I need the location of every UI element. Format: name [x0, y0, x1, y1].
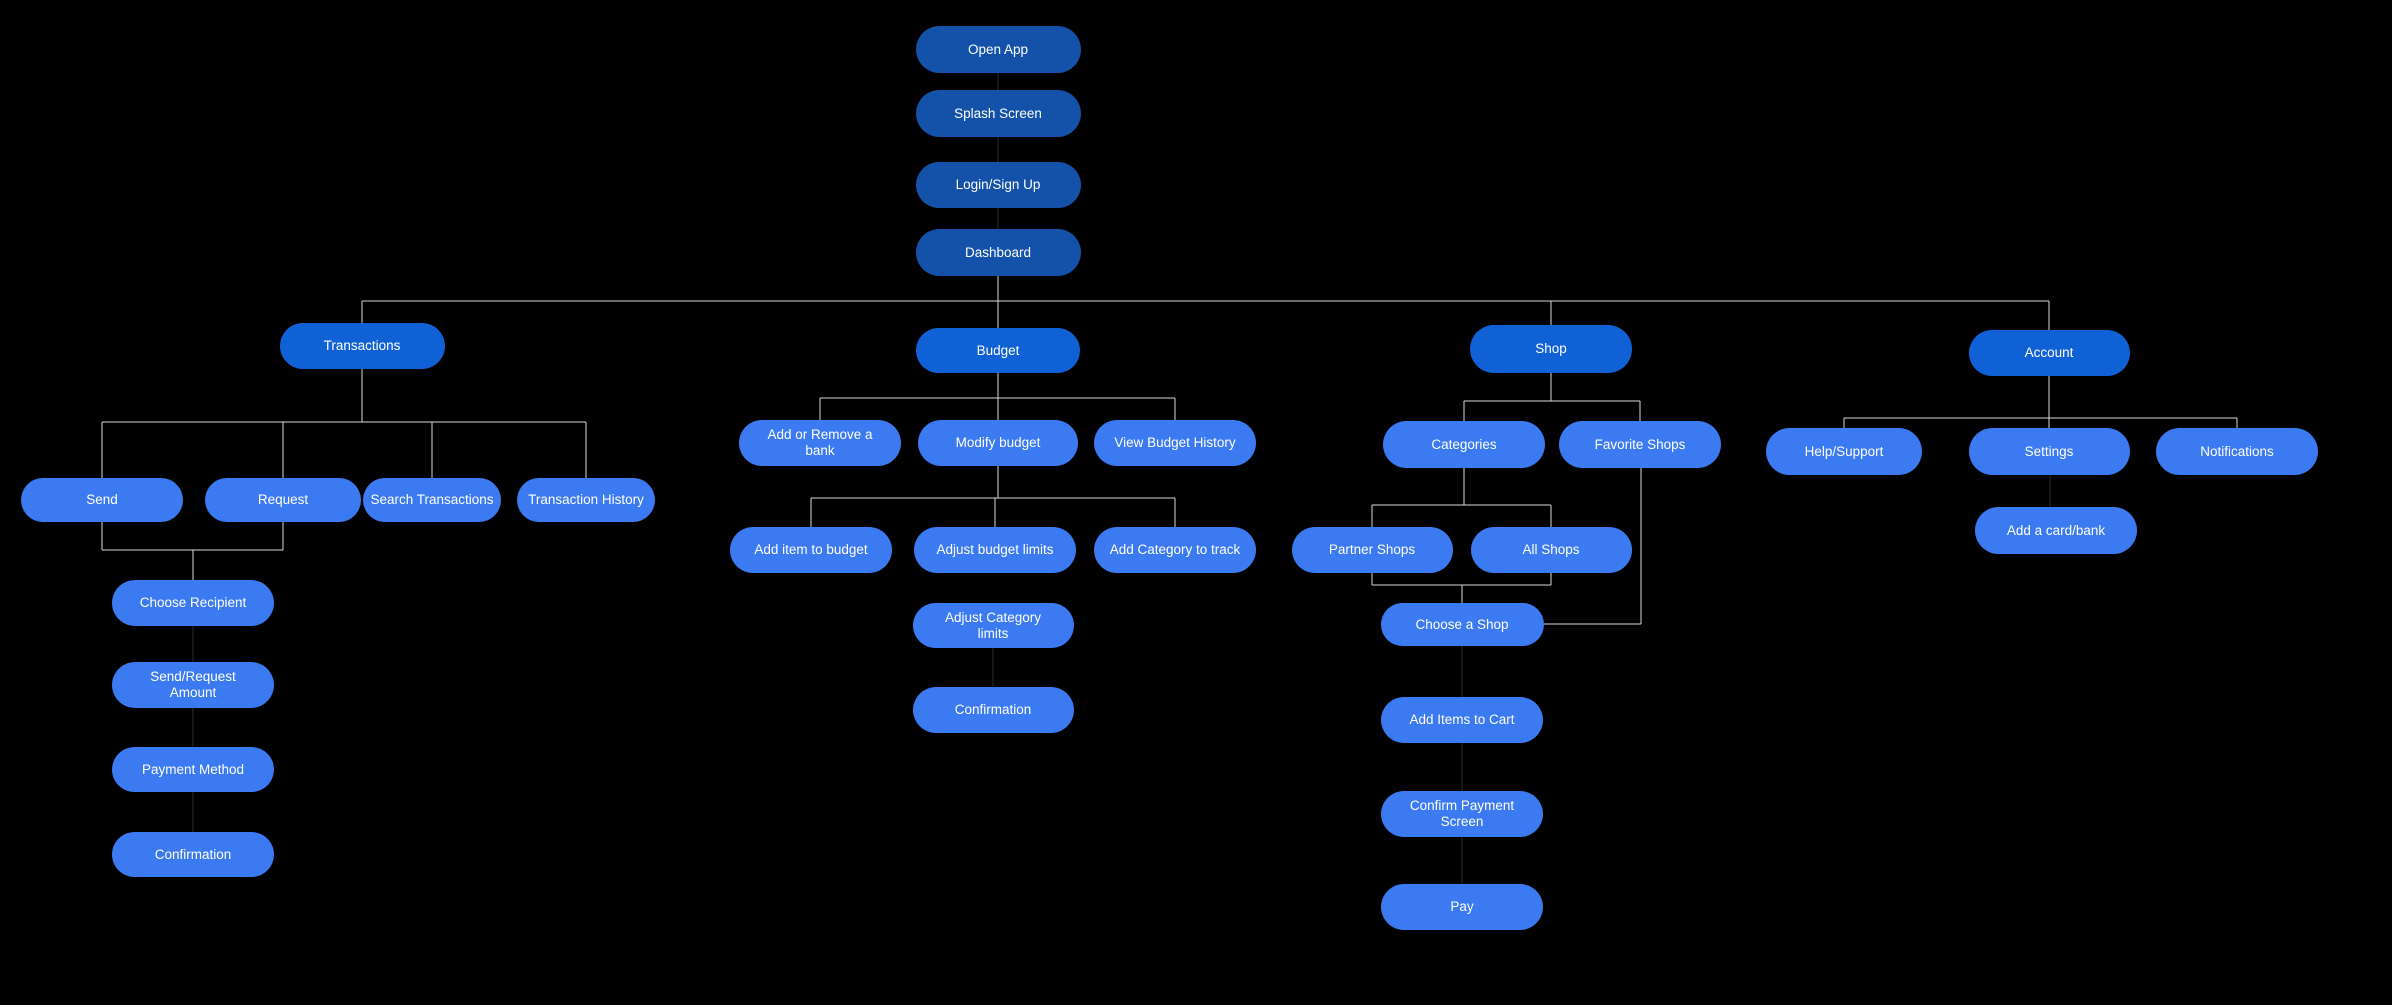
node-transaction-history[interactable]: Transaction History — [517, 478, 655, 522]
node-payment-method[interactable]: Payment Method — [112, 747, 274, 792]
node-label: Confirmation — [954, 702, 1032, 717]
node-confirm-payment-screen[interactable]: Confirm Payment Screen — [1381, 791, 1543, 837]
node-label: Open App — [967, 41, 1029, 57]
node-send[interactable]: Send — [21, 478, 183, 522]
node-notifications[interactable]: Notifications — [2156, 428, 2318, 475]
node-label: Shop — [1535, 341, 1567, 356]
node-add-a-card-bank[interactable]: Add a card/bank — [1975, 507, 2137, 554]
node-transactions[interactable]: Transactions — [279, 323, 445, 369]
node-label: Add a card/bank — [2006, 522, 2106, 538]
node-label: Add Items to Cart — [1409, 712, 1515, 727]
node-label: Modify budget — [955, 435, 1041, 450]
node-label: Account — [2024, 345, 2074, 360]
node-confirmation-budget[interactable]: Confirmation — [912, 687, 1074, 733]
node-label: Request — [257, 492, 309, 507]
node-confirmation-send[interactable]: Confirmation — [112, 832, 274, 877]
node-pay[interactable]: Pay — [1381, 884, 1543, 930]
node-label: Send/Request Amount — [150, 669, 236, 700]
node-label: Favorite Shops — [1594, 436, 1686, 452]
node-label: Add or Remove a bank — [767, 427, 873, 458]
node-dashboard[interactable]: Dashboard — [915, 229, 1081, 276]
node-choose-recipient[interactable]: Choose Recipient — [112, 580, 274, 626]
node-add-category-to-track[interactable]: Add Category to track — [1094, 527, 1256, 573]
node-adjust-category-limits[interactable]: Adjust Category limits — [912, 603, 1074, 648]
node-label: Splash Screen — [954, 105, 1042, 121]
node-search-transactions[interactable]: Search Transactions — [363, 478, 501, 522]
node-label: All Shops — [1522, 542, 1580, 557]
node-label: Confirm Payment Screen — [1409, 798, 1515, 829]
node-login-sign-up[interactable]: Login/Sign Up — [915, 162, 1081, 208]
node-request[interactable]: Request — [205, 478, 361, 522]
node-label: Dashboard — [964, 244, 1032, 260]
node-send-request-amount[interactable]: Send/Request Amount — [112, 662, 274, 708]
node-label: Categories — [1431, 436, 1497, 452]
node-label: Pay — [1450, 899, 1474, 914]
node-splash-screen[interactable]: Splash Screen — [915, 90, 1081, 137]
node-label: Settings — [2024, 443, 2074, 459]
node-add-or-remove-bank[interactable]: Add or Remove a bank — [739, 420, 901, 466]
node-add-item-to-budget[interactable]: Add item to budget — [730, 527, 892, 573]
node-label: Add item to budget — [754, 542, 868, 557]
node-all-shops[interactable]: All Shops — [1470, 527, 1632, 573]
node-label: Transactions — [323, 338, 401, 353]
node-label: Search Transactions — [370, 492, 494, 507]
node-label: Transaction History — [528, 492, 644, 507]
node-label: Send — [86, 492, 118, 507]
node-label: Partner Shops — [1328, 542, 1416, 557]
node-label: Login/Sign Up — [955, 177, 1041, 192]
node-label: Help/Support — [1804, 443, 1884, 459]
node-label: View Budget History — [1114, 435, 1236, 450]
node-label: Budget — [976, 342, 1020, 358]
node-settings[interactable]: Settings — [1968, 428, 2130, 475]
node-shop[interactable]: Shop — [1470, 325, 1632, 373]
node-help-support[interactable]: Help/Support — [1766, 428, 1922, 475]
node-view-budget-history[interactable]: View Budget History — [1094, 420, 1256, 466]
node-label: Add Category to track — [1109, 542, 1241, 557]
node-label: Notifications — [2200, 443, 2274, 459]
node-modify-budget[interactable]: Modify budget — [918, 420, 1078, 466]
node-label: Adjust budget limits — [936, 542, 1054, 557]
node-favorite-shops[interactable]: Favorite Shops — [1559, 421, 1721, 468]
node-label: Choose a Shop — [1415, 616, 1509, 632]
node-label: Choose Recipient — [139, 595, 247, 610]
node-adjust-budget-limits[interactable]: Adjust budget limits — [914, 527, 1076, 573]
node-account[interactable]: Account — [1968, 330, 2130, 376]
node-partner-shops[interactable]: Partner Shops — [1291, 527, 1453, 573]
node-label: Payment Method — [141, 761, 245, 777]
node-label: Adjust Category limits — [944, 609, 1042, 641]
node-open-app[interactable]: Open App — [915, 26, 1081, 73]
node-label: Confirmation — [154, 846, 232, 862]
node-add-items-to-cart[interactable]: Add Items to Cart — [1381, 697, 1543, 743]
node-choose-a-shop[interactable]: Choose a Shop — [1380, 603, 1544, 646]
node-categories[interactable]: Categories — [1383, 421, 1545, 468]
node-budget[interactable]: Budget — [916, 328, 1080, 373]
